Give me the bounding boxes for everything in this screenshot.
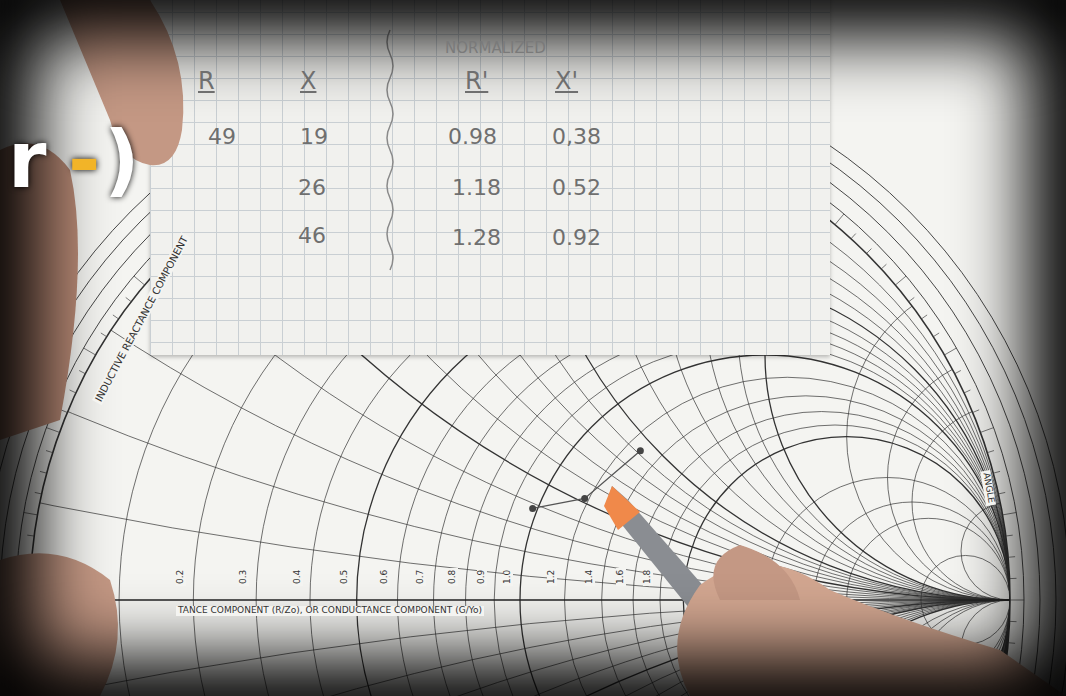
reactance-arc	[847, 273, 1066, 600]
scale-tick	[35, 492, 42, 494]
scale-tick	[1010, 621, 1017, 622]
axis-number: 0.4	[293, 568, 303, 586]
table-heading: NORMALIZED	[445, 40, 546, 57]
scale-tick	[980, 428, 993, 433]
pencil-tip	[604, 486, 640, 530]
scale-tick	[84, 348, 96, 355]
scale-tick	[1003, 512, 1017, 514]
scale-tick	[27, 535, 34, 537]
plotted-point	[581, 495, 588, 502]
scale-tick	[1008, 556, 1015, 558]
scale-tick	[1010, 578, 1017, 579]
scale-tick	[40, 471, 47, 473]
column-heading: R	[198, 68, 215, 94]
column-heading: X	[300, 68, 316, 94]
thumb	[713, 545, 800, 600]
scale-tick	[101, 333, 107, 337]
axis-number: 0.5	[340, 568, 350, 586]
scale-tick	[1010, 600, 1024, 601]
reactance-arc	[30, 0, 1066, 600]
reactance-arc	[888, 355, 1066, 600]
reactance-arc	[961, 502, 1059, 600]
axis-number: 1.2	[547, 568, 557, 586]
scale-tick	[1006, 535, 1013, 537]
table-cell: 0,38	[552, 125, 601, 149]
scale-tick	[993, 471, 1000, 473]
table-cell: 26	[298, 176, 326, 200]
scale-tick	[921, 315, 927, 319]
scale-tick	[134, 276, 145, 285]
column-heading: X'	[555, 68, 578, 94]
scale-tick	[998, 492, 1005, 494]
scale-tick	[79, 371, 85, 374]
scale-tick	[24, 512, 38, 514]
scale-tick	[933, 333, 939, 337]
table-cell: 46	[298, 224, 326, 248]
scale-tick	[113, 315, 119, 319]
axis-number: 1.8	[643, 568, 653, 586]
scale-tick	[61, 410, 67, 413]
reactance-arc	[912, 404, 1066, 600]
overlay-title: r	[8, 118, 46, 204]
axis-number: 1.4	[585, 568, 595, 586]
axis-number: 0.6	[380, 568, 390, 586]
table-cell: 49	[208, 125, 236, 149]
scale-tick	[909, 297, 915, 301]
reactance-arc	[0, 0, 1066, 600]
axis-number: 0.8	[448, 568, 458, 586]
table-cell: 1.28	[452, 226, 501, 250]
scale-tick	[955, 371, 961, 374]
scale-caption: TANCE COMPONENT (R/Zo), OR CONDUCTANCE C…	[176, 606, 484, 616]
scale-tick	[46, 428, 59, 433]
axis-number: 0.9	[477, 568, 487, 586]
plotted-point	[529, 505, 536, 512]
scale-tick	[973, 410, 979, 413]
reactance-arc	[0, 0, 1066, 600]
overlay-title: -	[68, 118, 100, 204]
resistance-axis	[30, 599, 1010, 600]
table-cell: 1.18	[452, 176, 501, 200]
axis-number: 1.6	[616, 568, 626, 586]
overlay-title: )	[104, 118, 140, 204]
column-heading: R'	[465, 68, 488, 94]
scale-tick	[964, 390, 970, 393]
scale-tick	[46, 451, 53, 453]
axis-number: 0.7	[416, 568, 426, 586]
scale-tick	[944, 348, 956, 355]
axis-number: 1.0	[503, 568, 513, 586]
table-cell: 0.52	[552, 176, 601, 200]
scale-tick	[70, 390, 76, 393]
scale-tick	[881, 264, 886, 269]
scale-tick	[126, 297, 132, 301]
scale-tick	[851, 234, 856, 239]
scale-tick	[835, 214, 844, 225]
scale-tick	[1008, 642, 1015, 644]
table-cell: 0.92	[552, 226, 601, 250]
reactance-arc	[0, 0, 1066, 600]
scale-tick	[987, 451, 994, 453]
table-cell: 19	[300, 125, 328, 149]
axis-number: 0.2	[176, 568, 186, 586]
axis-number: 0.3	[239, 568, 249, 586]
scale-tick	[895, 276, 906, 285]
finger	[0, 553, 118, 696]
reactance-arc	[0, 0, 1066, 600]
scale-tick	[866, 249, 871, 254]
table-cell: 0.98	[448, 125, 497, 149]
plotted-point	[637, 447, 644, 454]
